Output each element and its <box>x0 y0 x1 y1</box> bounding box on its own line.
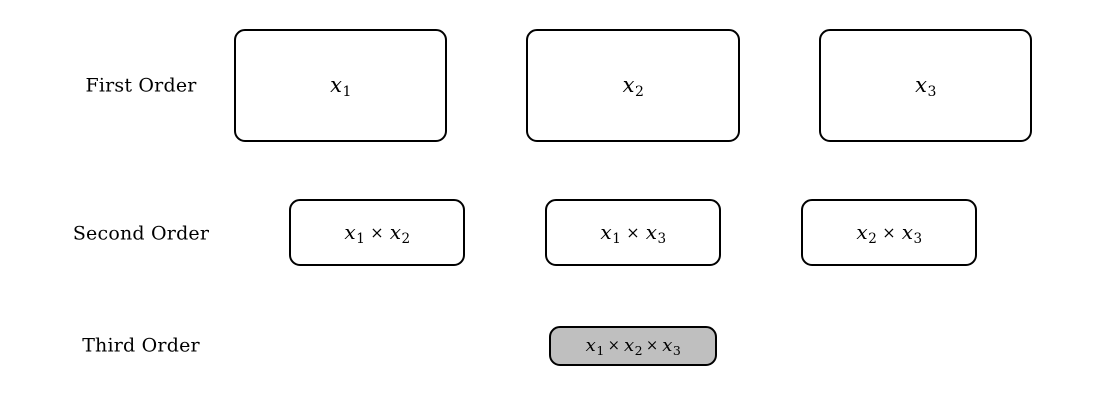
term-expression-x1-x3: x1×x3 <box>600 220 666 246</box>
term-variable: x2 <box>622 73 644 100</box>
variable-symbol: x <box>901 220 913 245</box>
term-expression-x2-x3: x2×x3 <box>856 220 922 246</box>
variable-subscript: 3 <box>913 231 923 248</box>
variable-subscript: 2 <box>401 231 411 248</box>
term-variable: x2 <box>389 220 410 246</box>
variable-subscript: 1 <box>612 231 621 248</box>
term-box-x3[interactable]: x3 <box>819 29 1032 142</box>
term-box-x2-x3[interactable]: x2×x3 <box>801 199 977 266</box>
variable-symbol: x <box>915 73 927 97</box>
term-box-x1-x2-x3[interactable]: x1×x2×x3 <box>549 326 717 366</box>
term-expression-x2: x2 <box>622 73 644 100</box>
term-variable: x2 <box>623 335 643 358</box>
variable-symbol: x <box>622 73 635 97</box>
term-expression-x3: x3 <box>915 73 936 100</box>
term-expression-x1-x2-x3: x1×x2×x3 <box>585 335 681 358</box>
row-label-second-order: Second Order <box>72 222 210 245</box>
term-variable: x1 <box>600 220 620 246</box>
multiplication-icon: × <box>370 223 384 243</box>
term-expression-x1-x2: x1×x2 <box>344 220 410 246</box>
term-variable: x3 <box>901 220 922 246</box>
term-expression-x1: x1 <box>330 73 351 100</box>
variable-subscript: 1 <box>342 84 352 100</box>
variable-symbol: x <box>585 335 596 356</box>
multiplication-icon: × <box>882 223 896 243</box>
row-label-first-order: First Order <box>85 74 197 97</box>
variable-subscript: 1 <box>596 342 605 358</box>
variable-symbol: x <box>600 220 612 245</box>
term-variable: x1 <box>344 220 364 246</box>
row-label-third-order: Third Order <box>82 334 200 357</box>
term-variable: x1 <box>330 73 351 100</box>
term-box-x1-x3[interactable]: x1×x3 <box>545 199 721 266</box>
variable-symbol: x <box>645 220 657 245</box>
term-box-x2[interactable]: x2 <box>526 29 740 142</box>
multiplication-icon: × <box>646 338 659 354</box>
multiplication-icon: × <box>607 338 620 354</box>
variable-symbol: x <box>389 220 401 245</box>
term-variable: x3 <box>915 73 936 100</box>
variable-subscript: 3 <box>657 231 667 248</box>
variable-subscript: 2 <box>634 342 643 358</box>
variable-symbol: x <box>623 335 635 356</box>
variable-subscript: 1 <box>356 231 365 248</box>
term-variable: x2 <box>856 220 876 246</box>
variable-symbol: x <box>330 73 342 97</box>
term-variable: x3 <box>662 335 681 358</box>
variable-subscript: 3 <box>672 342 681 358</box>
term-variable: x3 <box>645 220 666 246</box>
variable-subscript: 2 <box>634 84 644 100</box>
term-box-x1[interactable]: x1 <box>234 29 447 142</box>
variable-subscript: 3 <box>927 84 937 100</box>
variable-symbol: x <box>662 335 673 356</box>
term-box-x1-x2[interactable]: x1×x2 <box>289 199 465 266</box>
variable-symbol: x <box>344 220 356 245</box>
term-variable: x1 <box>585 335 605 358</box>
variable-symbol: x <box>856 220 868 245</box>
variable-subscript: 2 <box>868 231 877 248</box>
multiplication-icon: × <box>626 223 640 243</box>
